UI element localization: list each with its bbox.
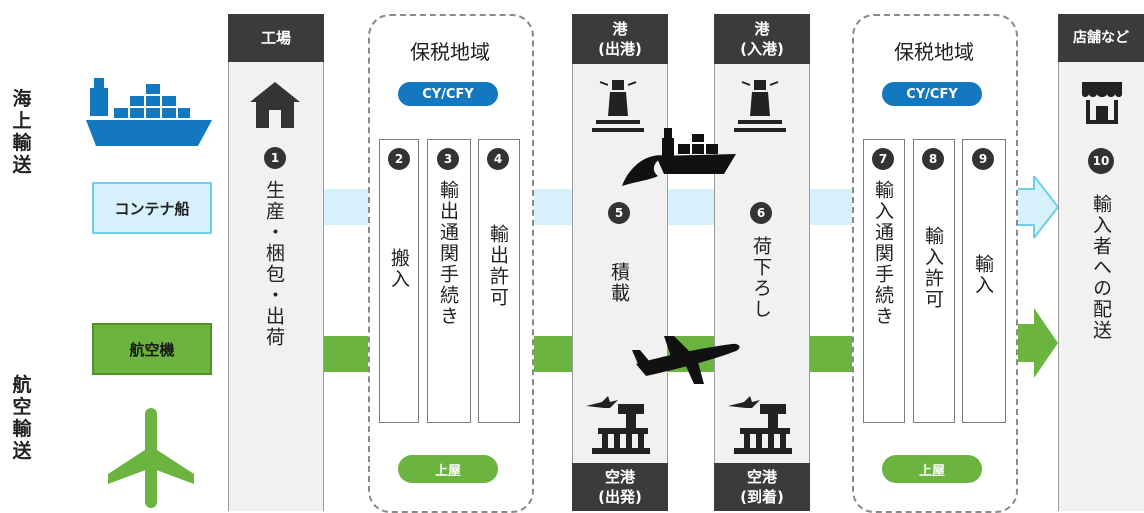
house-icon [250,82,300,128]
air-flow-band [322,336,370,372]
cy-cfy-pill: CY/CFY [882,82,982,106]
air-flow-band [530,336,572,372]
step-number: 2 [388,148,410,170]
store-header: 店舗など [1058,14,1144,62]
warehouse-pill: 上屋 [398,455,498,483]
step-box-4 [478,139,520,423]
port-departure-header: 港 (出港) [572,14,668,64]
header-line: 港 [754,20,770,38]
step-text: 輸入 [972,254,994,296]
sea-transport-label: 海上輸送 [12,88,32,176]
footer-line: (出発) [598,488,642,506]
step-number: 5 [608,202,630,224]
cy-cfy-pill: CY/CFY [398,82,498,106]
store-header-label: 店舗など [1073,30,1129,46]
airport-departure-footer: 空港 (出発) [572,463,668,511]
airplane-box: 航空機 [92,323,212,375]
header-line: 港 [612,20,628,38]
step-box-7 [863,139,905,423]
header-line: (出港) [598,40,642,58]
step-number: 6 [750,202,772,224]
step-number: 9 [972,148,994,170]
footer-line: 空港 [604,468,635,486]
sea-arrow-icon [1014,176,1060,238]
step-number: 1 [264,147,286,169]
bonded-area-title: 保税地域 [410,40,490,64]
step-text: 輸出許可 [487,224,509,308]
footer-line: 空港 [746,468,777,486]
sea-flow-band [810,189,852,225]
step-box-9 [962,139,1006,423]
step-text: 輸入通関手続き [872,180,894,327]
airplane-icon [108,408,194,508]
factory-step-text: 生産・梱包・出荷 [263,180,285,348]
store-step-text: 輸入者への配送 [1090,194,1112,341]
air-flow-band [810,336,852,372]
cargo-ship-icon [86,78,212,146]
step-text: 輸入許可 [922,226,944,310]
step-number: 8 [922,148,944,170]
container-ship-box: コンテナ船 [92,182,212,234]
sea-flow-band [322,189,370,225]
step-box-3 [427,139,471,423]
control-tower-icon [586,396,650,454]
control-tower-icon [728,396,792,454]
step-number: 4 [487,148,509,170]
airport-arrival-footer: 空港 (到着) [714,463,810,511]
port-arrival-header: 港 (入港) [714,14,810,64]
header-line: (入港) [740,40,784,58]
step-text: 搬入 [388,248,410,290]
air-arrow-icon [1014,308,1058,378]
sea-flow-band [530,189,572,225]
lighthouse-icon [592,80,644,132]
bonded-area-title: 保税地域 [894,40,974,64]
step-number: 3 [437,148,459,170]
shop-icon [1082,82,1122,124]
step-text: 積載 [608,262,630,304]
factory-header-label: 工場 [260,29,291,47]
factory-header: 工場 [228,14,324,62]
step-text: 荷下ろし [750,236,772,320]
step-number: 10 [1088,148,1114,174]
step-box-8 [913,139,955,423]
step-text: 輸出通関手続き [437,180,459,327]
warehouse-pill: 上屋 [882,455,982,483]
airplane-icon [632,336,740,384]
step-number: 7 [872,148,894,170]
sea-flow-band [668,189,714,225]
lighthouse-icon [734,80,786,132]
wave-icon [622,128,736,186]
step-box-2 [379,139,419,423]
footer-line: (到着) [740,488,784,506]
air-transport-label: 航空輸送 [12,374,32,462]
